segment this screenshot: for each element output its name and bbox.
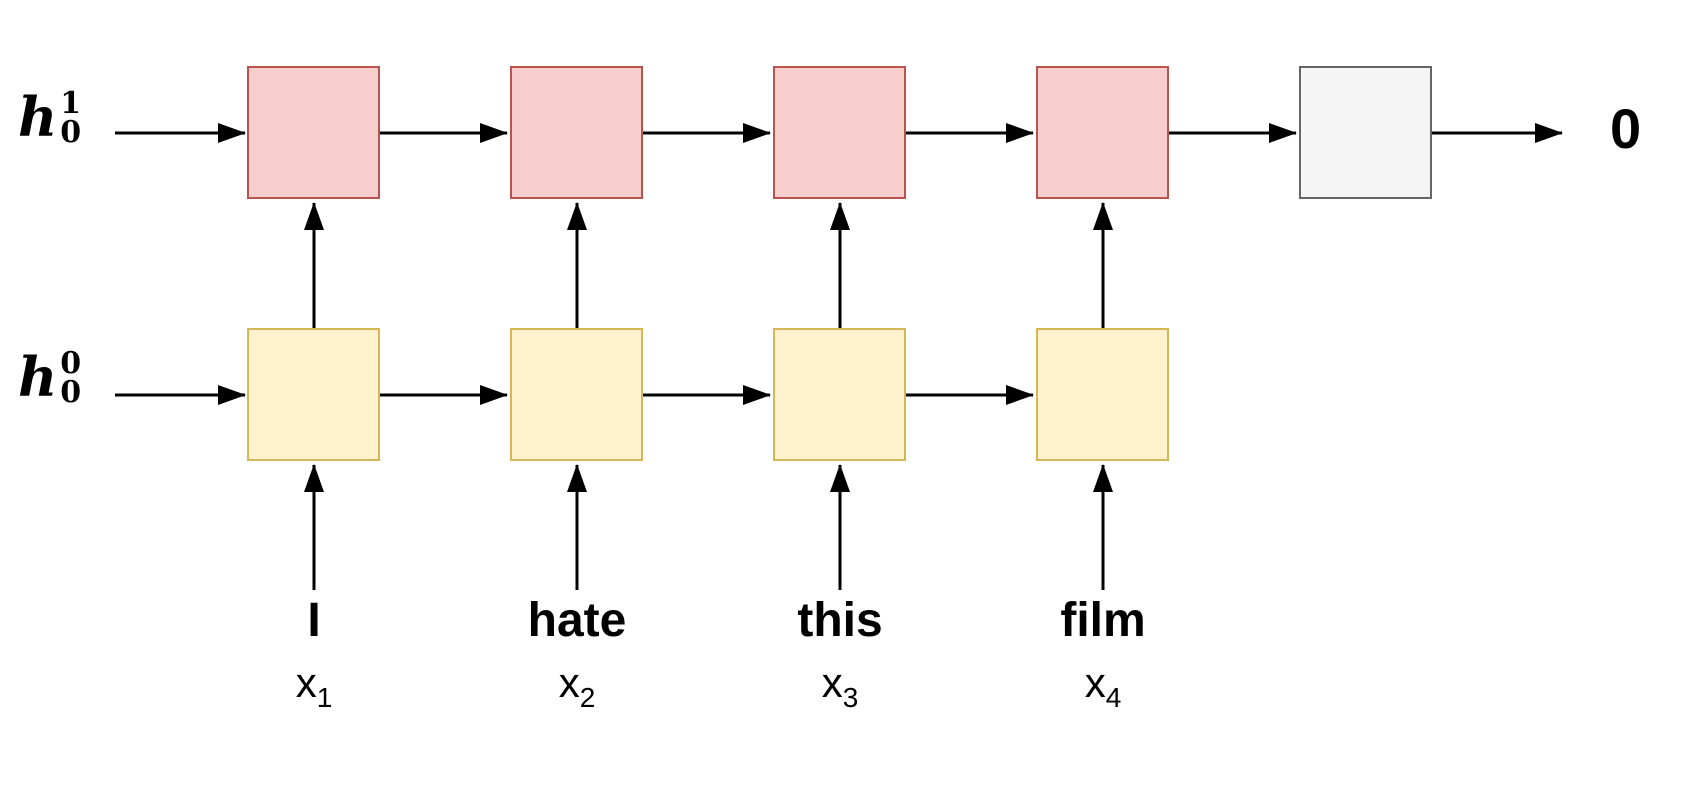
h-base: h [18, 344, 58, 409]
h-base: h [18, 84, 58, 149]
input-word-1: I [307, 594, 321, 647]
layer0-cell-t4 [1036, 328, 1169, 461]
input-symbol-index: 1 [316, 682, 333, 713]
h-subscript: 0 [60, 374, 82, 410]
input-symbol-2: x2 [558, 659, 596, 713]
layer1-cell-t4 [1036, 66, 1169, 199]
input-word-2: hate [527, 594, 627, 647]
input-symbol-3: x3 [821, 659, 859, 713]
input-symbol-index: 3 [842, 682, 859, 713]
input-symbol-4: x4 [1084, 659, 1122, 713]
layer1-cell-t1 [247, 66, 380, 199]
layer0-cell-t3 [773, 328, 906, 461]
output-value-label: 0 [1610, 97, 1642, 160]
input-word-3: this [797, 594, 883, 647]
layer1-cell-t2 [510, 66, 643, 199]
h-superscript: 0 [60, 346, 82, 381]
input-symbol-index: 4 [1105, 682, 1122, 713]
h-subscript: 0 [60, 114, 82, 150]
input-symbol-index: 2 [579, 682, 596, 713]
input-symbol-1: x1 [295, 659, 333, 713]
layer0-cell-t2 [510, 328, 643, 461]
layer0-cell-t1 [247, 328, 380, 461]
layer1-cell-t3 [773, 66, 906, 199]
input-word-4: film [1060, 594, 1146, 647]
h-superscript: 1 [60, 86, 82, 121]
output-cell [1299, 66, 1432, 199]
